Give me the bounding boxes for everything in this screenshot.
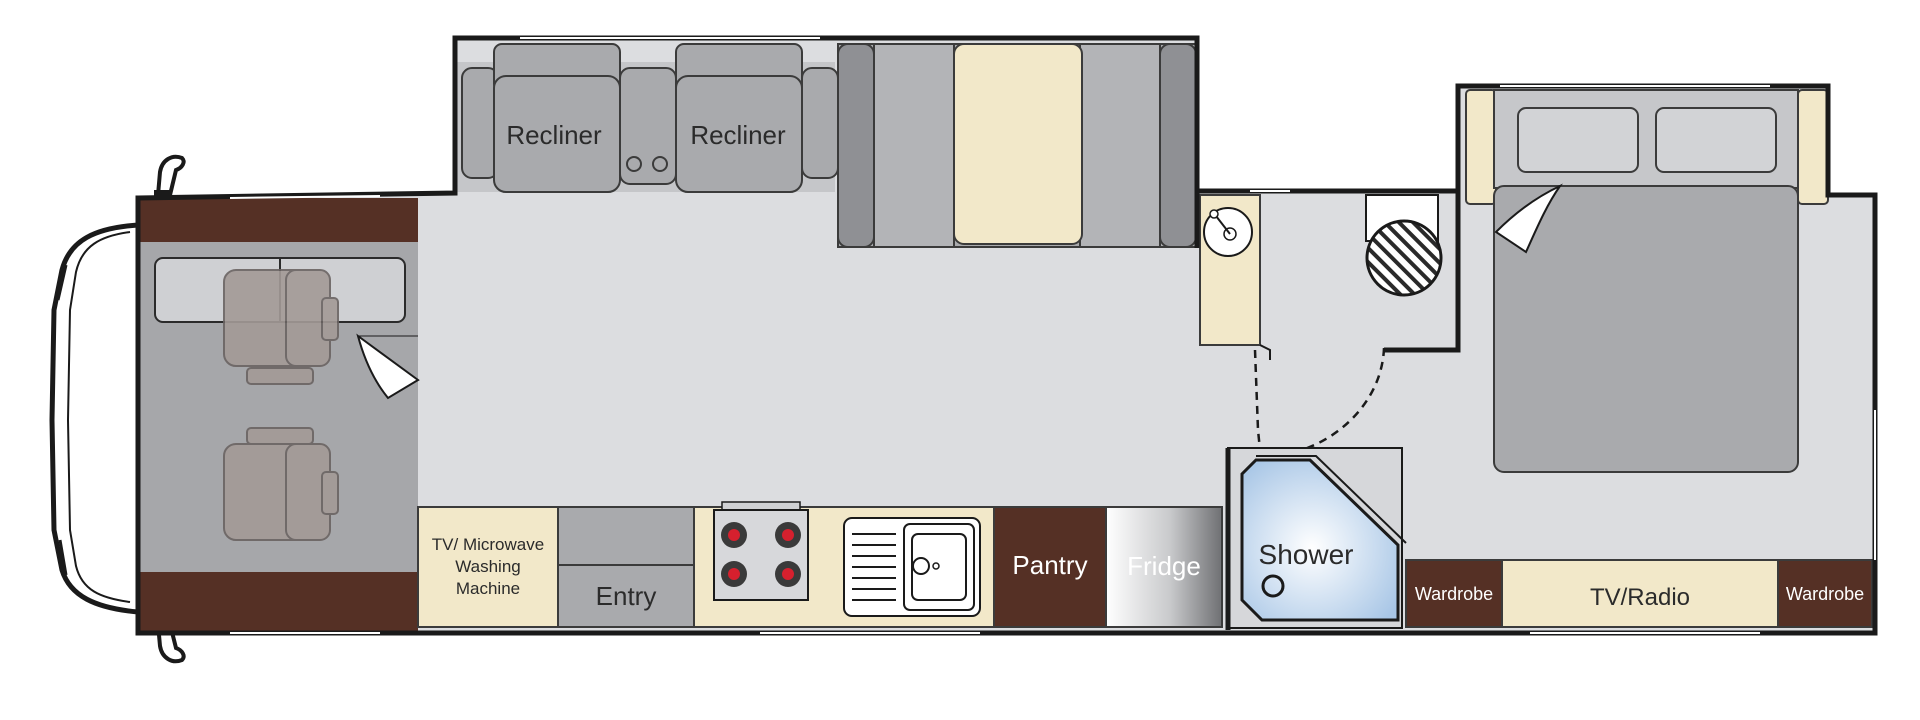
pantry-label: Pantry <box>1012 550 1087 580</box>
entry-step <box>557 506 695 566</box>
dinette-table <box>953 43 1083 245</box>
tv-radio-label: TV/Radio <box>1590 584 1690 611</box>
pantry <box>993 506 1107 628</box>
wardrobe-left-label: Wardrobe <box>1415 584 1493 604</box>
bed-icon <box>1493 89 1799 473</box>
window-marks <box>229 37 1876 634</box>
fridge <box>1105 506 1223 628</box>
entry-door <box>557 564 695 628</box>
bath-area: Shower <box>1199 194 1443 629</box>
driver-seat-icon <box>223 269 339 385</box>
cab-door-swing-icon <box>356 333 420 400</box>
walls <box>135 35 1878 636</box>
shower-drain-icon <box>1261 574 1285 598</box>
tv-radio <box>1501 559 1779 628</box>
recliners: Recliner Recliner <box>455 43 839 193</box>
bedroom <box>1465 89 1829 473</box>
entry-label: Entry <box>596 581 657 611</box>
fridge-label: Fridge <box>1127 551 1201 581</box>
tv-microwave-label-3: Machine <box>456 579 520 598</box>
recliner-left-label: Recliner <box>506 120 602 150</box>
cab-interior <box>138 198 420 633</box>
wardrobe-right-label: Wardrobe <box>1786 584 1864 604</box>
stove-icon <box>713 501 809 601</box>
passenger-seat-icon <box>223 427 339 541</box>
wardrobe-right <box>1777 559 1873 628</box>
kitchen-sink-icon <box>843 517 981 617</box>
tv-microwave-label-1: TV/ Microwave <box>432 535 544 554</box>
shower-label: Shower <box>1259 539 1354 570</box>
recliner-right-label: Recliner <box>690 120 786 150</box>
dinette <box>837 43 1199 248</box>
sink-icon <box>1203 207 1253 257</box>
shower: Shower <box>1227 447 1407 629</box>
tv-microwave-label-2: Washing <box>455 557 521 576</box>
counter-row: TV/ Microwave Washing Machine Entry <box>417 501 1873 628</box>
toilet-icon <box>1365 219 1443 297</box>
